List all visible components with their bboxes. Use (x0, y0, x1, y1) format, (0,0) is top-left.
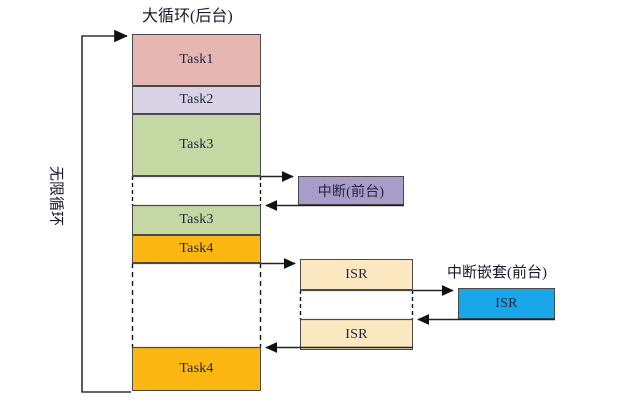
isr-column-gap-edges (300, 289, 413, 321)
task-block-task4-resume: Task4 (132, 347, 261, 391)
main-loop-title: 大循环(后台) (142, 8, 233, 25)
isr-block-first: ISR (300, 259, 413, 290)
task-block-task1: Task1 (132, 34, 261, 86)
isr-column-dashed-guides (299, 290, 414, 319)
task-block-task2: Task2 (132, 86, 261, 114)
infinite-loop-label: 无限循环 (47, 166, 64, 227)
task-block-label: Task1 (179, 52, 214, 67)
task-block-label: Task3 (179, 137, 214, 152)
isr-block-label: ISR (345, 266, 368, 282)
nested-isr-block: ISR (458, 288, 555, 319)
interrupt-foreground-box: 中断(前台) (298, 176, 404, 205)
nested-isr-label: ISR (495, 295, 518, 311)
task-block-task4-first: Task4 (132, 235, 261, 263)
infinite-loop-bracket (81, 29, 131, 393)
task-block-label: Task2 (179, 92, 214, 107)
interrupt-foreground-label: 中断(前台) (317, 184, 385, 200)
task-block-task3-first: Task3 (132, 114, 261, 176)
isr-block-resume: ISR (300, 319, 413, 350)
task-block-task3-resume: Task3 (132, 205, 261, 235)
task-block-label: Task3 (179, 212, 214, 227)
nested-interrupt-title: 中断嵌套(前台) (447, 265, 547, 281)
task-block-label: Task4 (179, 241, 214, 256)
isr-block-label: ISR (345, 326, 368, 342)
task-block-label: Task4 (179, 361, 214, 376)
